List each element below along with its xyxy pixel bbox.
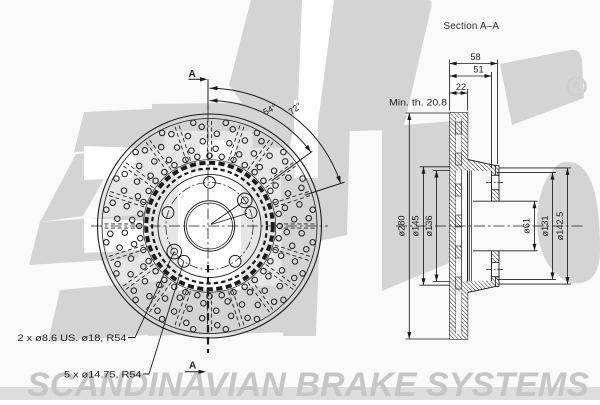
svg-text:5 x ø14.75, R54: 5 x ø14.75, R54: [64, 370, 142, 380]
svg-text:R: R: [572, 80, 581, 94]
svg-text:Min. th. 20.8: Min. th. 20.8: [389, 97, 447, 107]
svg-text:51: 51: [473, 65, 483, 75]
svg-text:2 x ø8.6 US. ø18, R54: 2 x ø8.6 US. ø18, R54: [18, 333, 127, 343]
svg-text:ø131: ø131: [540, 216, 550, 237]
svg-text:ø142.5: ø142.5: [555, 212, 565, 241]
svg-text:ø136: ø136: [424, 216, 434, 237]
svg-text:58: 58: [470, 52, 480, 62]
svg-text:22: 22: [456, 82, 466, 92]
svg-text:ø145: ø145: [411, 216, 421, 237]
svg-text:ø280: ø280: [397, 216, 407, 237]
svg-text:A: A: [189, 69, 196, 80]
svg-text:Section A–A: Section A–A: [444, 21, 500, 32]
svg-text:ø61: ø61: [522, 218, 532, 234]
svg-text:SCANDINAVIAN BRAKE SYSTEMS: SCANDINAVIAN BRAKE SYSTEMS: [27, 366, 589, 400]
svg-text:A: A: [189, 361, 196, 372]
